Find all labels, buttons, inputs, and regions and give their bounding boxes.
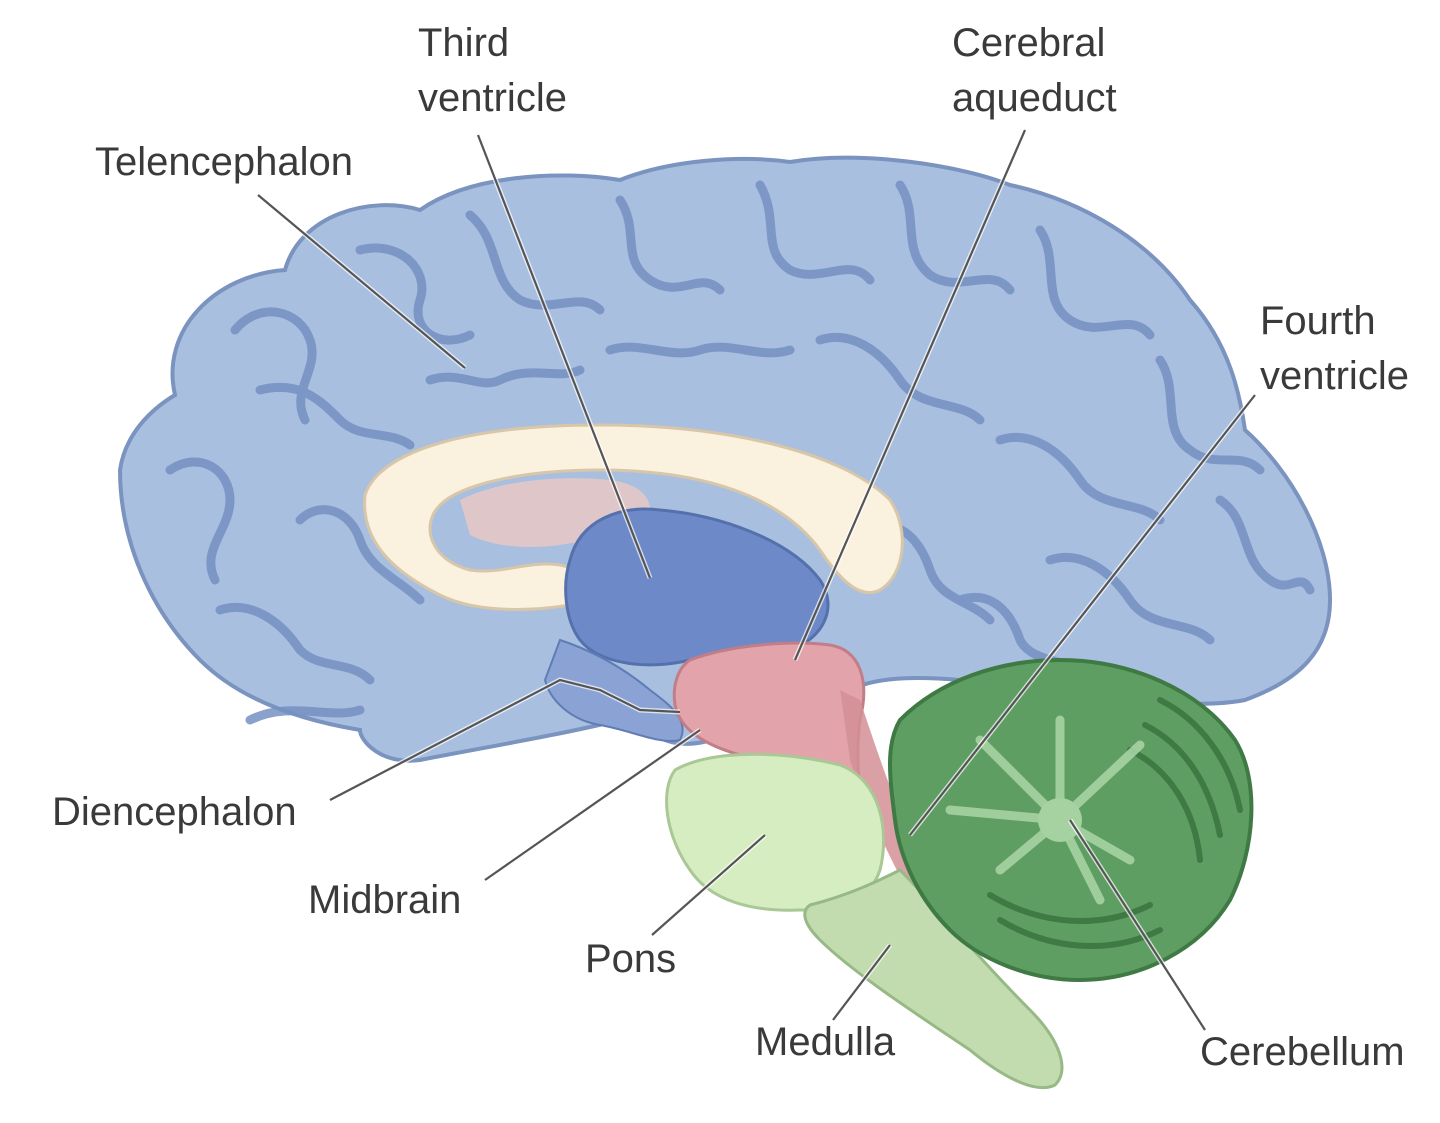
brainstem-pink-strip	[840, 690, 960, 930]
medulla	[803, 868, 1064, 1090]
label-fourth-ventricle-line1: Fourth	[1260, 299, 1376, 343]
cerebellum-folia	[987, 697, 1243, 950]
corpus-callosum	[363, 423, 904, 611]
label-third-ventricle: Third ventricle	[418, 21, 567, 120]
label-third-ventricle-line2: ventricle	[418, 76, 567, 120]
label-cerebral-aqueduct-line2: aqueduct	[952, 76, 1117, 120]
leader-cerebral-aqueduct	[793, 129, 1027, 661]
leader-cerebellum	[1069, 819, 1206, 1031]
label-cerebral-aqueduct: Cerebral aqueduct	[952, 21, 1117, 120]
leader-third-ventricle	[476, 134, 652, 579]
hypothalamus-area	[543, 638, 684, 742]
label-third-ventricle-line1: Third	[418, 21, 509, 65]
label-cerebral-aqueduct-line1: Cerebral	[952, 21, 1105, 65]
label-telencephalon: Telencephalon	[95, 140, 353, 184]
label-midbrain: Midbrain	[308, 878, 461, 922]
leader-diencephalon	[329, 678, 681, 801]
leader-medulla	[832, 944, 891, 1021]
leader-fourth-ventricle	[909, 394, 1256, 836]
label-medulla: Medulla	[755, 1020, 896, 1064]
labels: Third ventricle Cerebral aqueduct Telenc…	[52, 21, 1409, 1074]
leader-lines	[256, 129, 1257, 1032]
label-fourth-ventricle-line2: ventricle	[1260, 354, 1409, 398]
leader-pons	[651, 834, 766, 936]
label-pons: Pons	[585, 937, 676, 981]
pons	[665, 752, 886, 912]
leader-telencephalon	[257, 194, 466, 369]
arbor-vitae	[945, 715, 1145, 905]
label-diencephalon: Diencephalon	[52, 790, 297, 834]
label-fourth-ventricle: Fourth ventricle	[1260, 299, 1409, 398]
arbor-vitae-center	[1038, 798, 1082, 842]
leader-midbrain	[484, 729, 701, 881]
gyri-pattern	[165, 180, 1315, 725]
label-cerebellum: Cerebellum	[1200, 1030, 1405, 1074]
